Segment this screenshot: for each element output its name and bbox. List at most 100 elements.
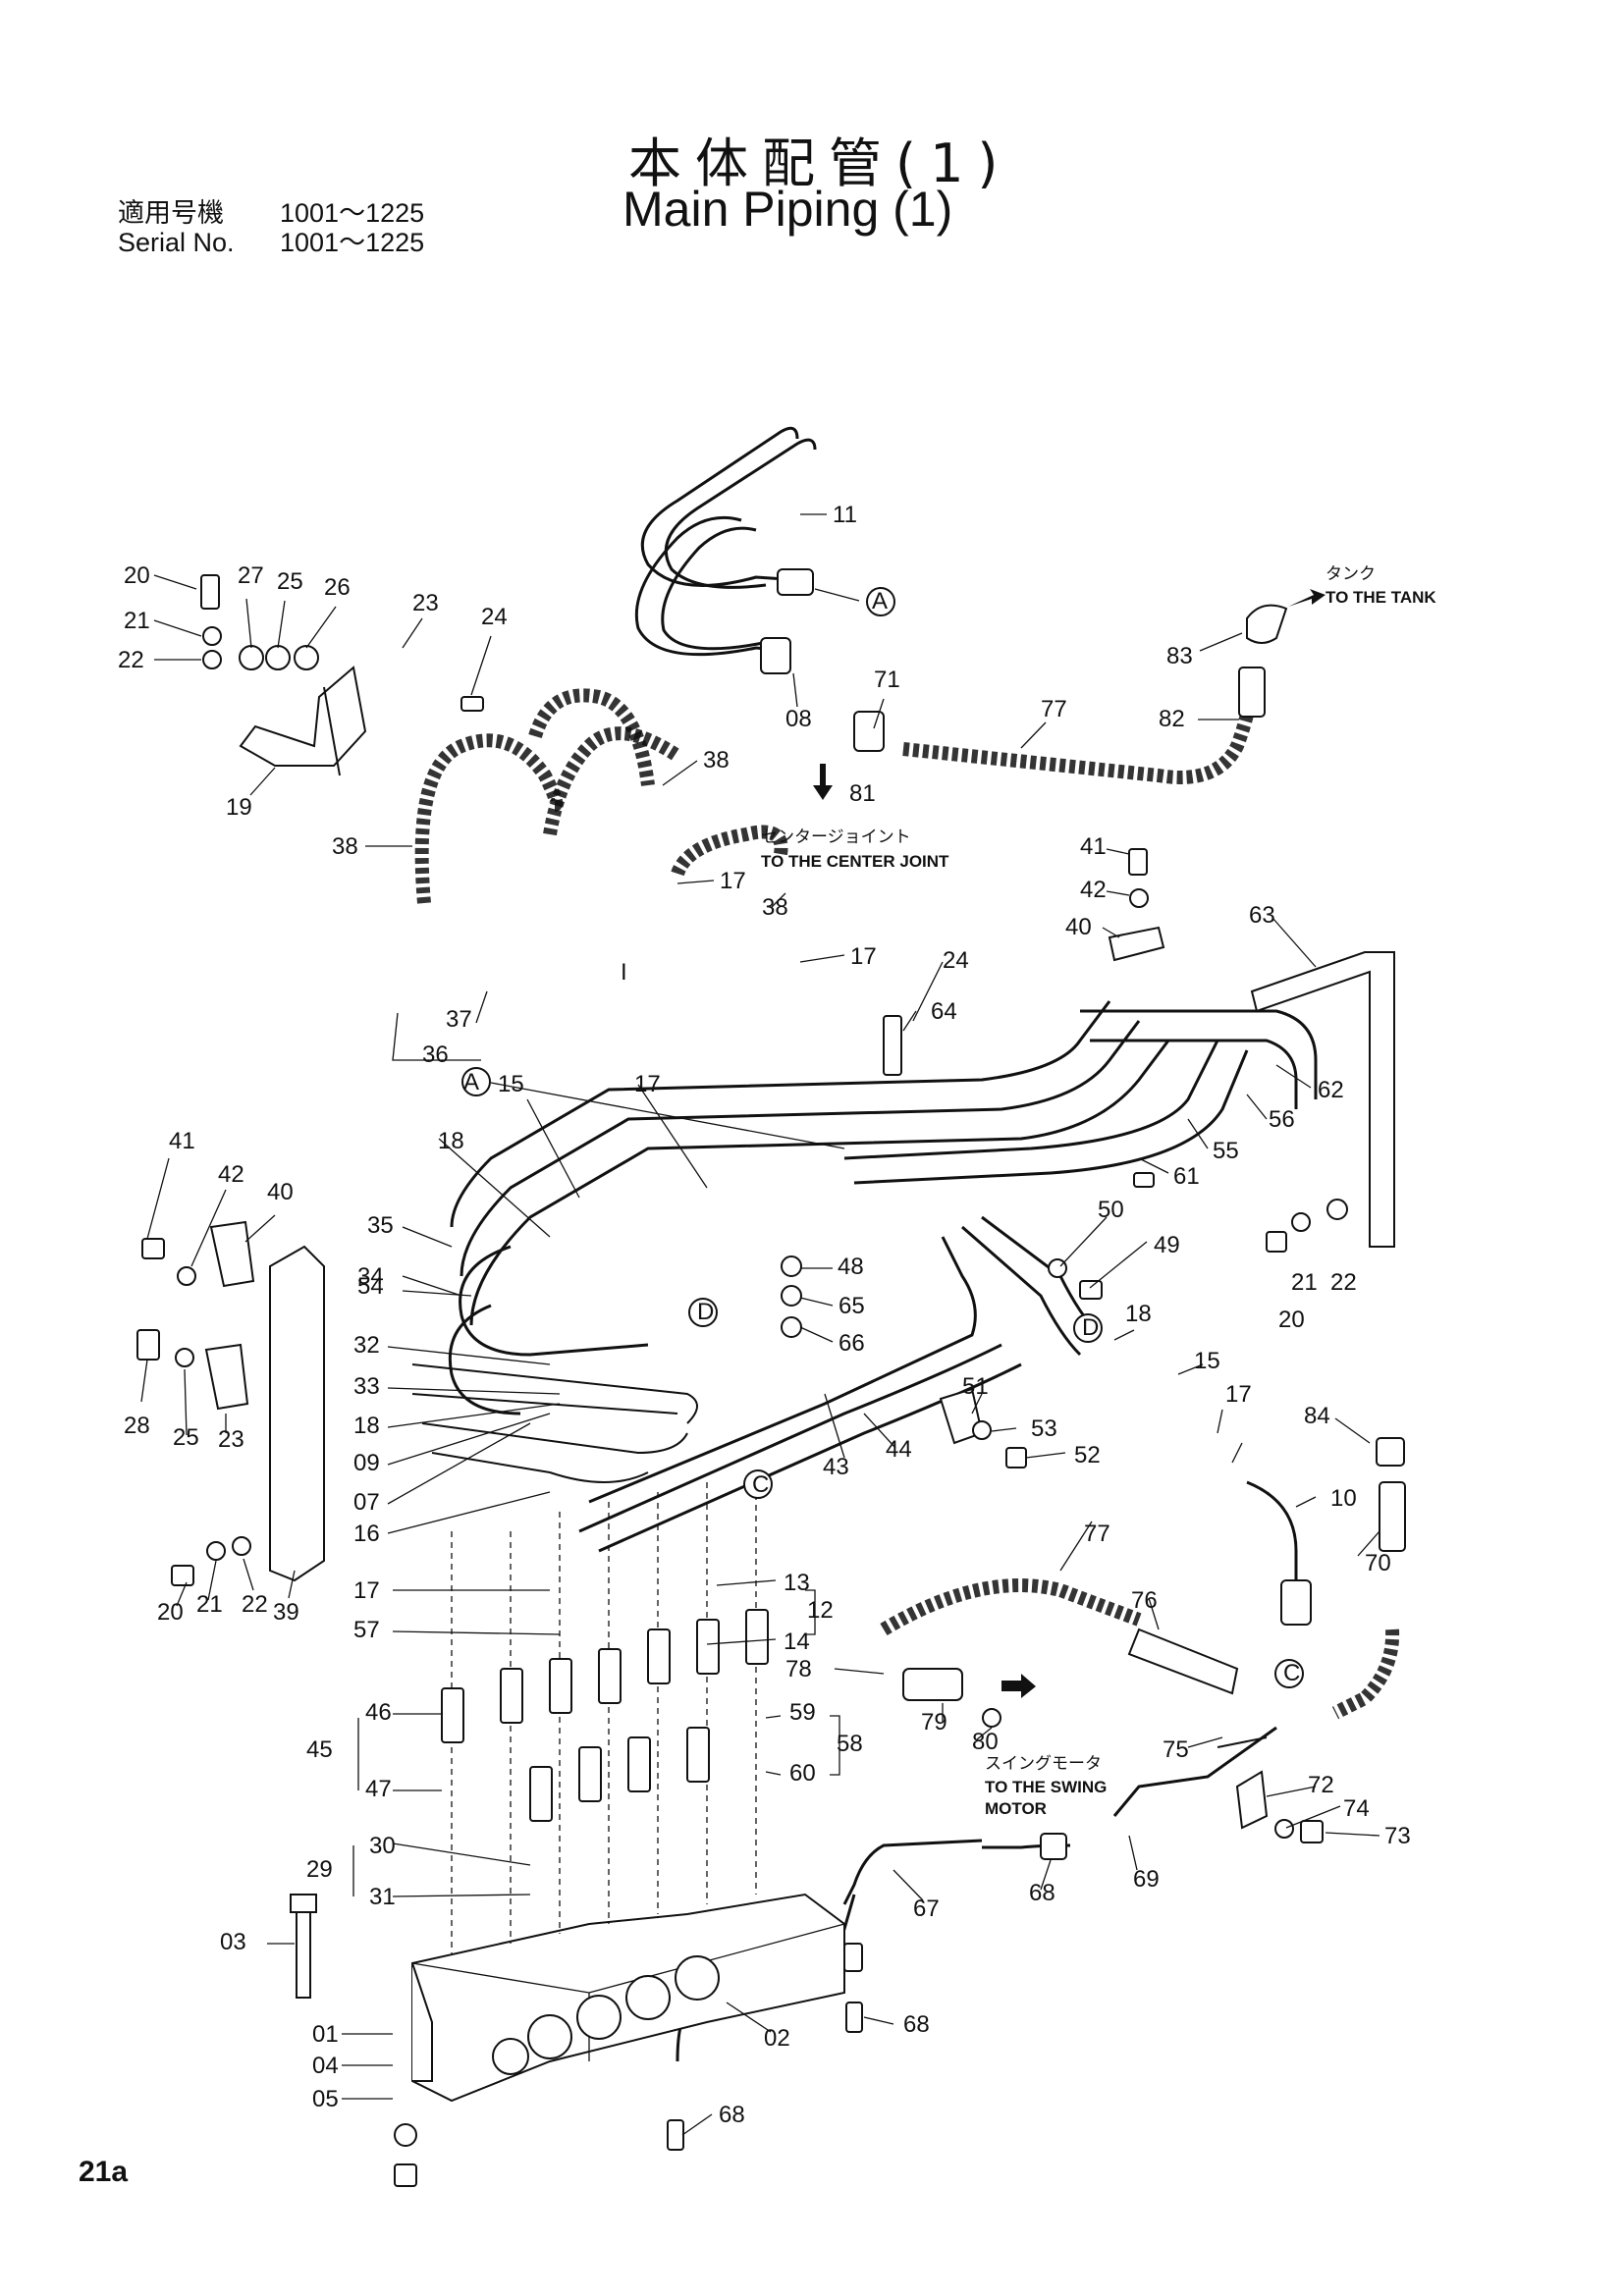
tank-en-label: TO THE TANK	[1325, 588, 1436, 607]
part-label-68: 68	[1029, 1880, 1055, 1906]
part-label-17: 17	[850, 943, 877, 970]
serial-label-jp: 適用号機	[118, 198, 224, 228]
part-label-34: 34	[357, 1263, 384, 1290]
serial-label-en: Serial No.	[118, 228, 235, 257]
part-label-33: 33	[353, 1373, 380, 1400]
tank-jp-label: タンク	[1325, 564, 1376, 584]
part-label-22: 22	[242, 1591, 268, 1618]
part-label-25: 25	[173, 1424, 199, 1451]
part-label-c: C	[1283, 1660, 1300, 1686]
part-label-73: 73	[1384, 1823, 1411, 1849]
part-label-67: 67	[913, 1896, 940, 1922]
part-label-36: 36	[422, 1041, 449, 1068]
part-label-30: 30	[369, 1833, 396, 1859]
part-label-40: 40	[1065, 914, 1092, 940]
swing-motor-en-label-2: MOTOR	[985, 1799, 1047, 1818]
leader-lines	[140, 513, 1380, 2136]
part-label-25: 25	[277, 568, 303, 595]
part-label-38: 38	[332, 833, 358, 860]
part-label-77: 77	[1041, 696, 1067, 722]
part-label-68: 68	[719, 2102, 745, 2128]
part-label-18: 18	[1125, 1301, 1152, 1327]
part-label-28: 28	[124, 1413, 150, 1439]
part-label-i: I	[621, 959, 627, 986]
part-label-83: 83	[1166, 643, 1193, 669]
part-label-22: 22	[118, 647, 144, 673]
part-label-44: 44	[886, 1436, 912, 1463]
part-label-64: 64	[931, 998, 957, 1025]
drawing-lines	[136, 426, 1406, 2187]
part-label-21: 21	[196, 1591, 223, 1618]
part-label-45: 45	[306, 1736, 333, 1763]
part-label-11: 11	[833, 502, 857, 528]
part-label-01: 01	[312, 2021, 339, 2048]
part-label-20: 20	[1278, 1307, 1305, 1333]
part-label-77: 77	[1084, 1521, 1110, 1547]
part-label-22: 22	[1330, 1269, 1357, 1296]
part-label-18: 18	[438, 1128, 464, 1154]
part-label-14: 14	[784, 1629, 810, 1655]
page-title-jp: 本体配管(1)	[628, 133, 1012, 194]
part-label-15: 15	[1194, 1348, 1220, 1374]
part-label-05: 05	[312, 2086, 339, 2112]
page-title-en: Main Piping (1)	[622, 182, 953, 237]
part-label-07: 07	[353, 1489, 380, 1516]
part-label-65: 65	[839, 1293, 865, 1319]
part-label-55: 55	[1213, 1138, 1239, 1164]
part-label-42: 42	[218, 1161, 244, 1188]
part-label-32: 32	[353, 1332, 380, 1359]
part-label-21: 21	[124, 608, 150, 634]
part-label-41: 41	[169, 1128, 195, 1154]
part-label-24: 24	[943, 947, 969, 974]
part-label-18: 18	[353, 1413, 380, 1439]
part-label-c: C	[752, 1471, 769, 1498]
part-label-02: 02	[764, 2025, 790, 2052]
part-label-15: 15	[498, 1071, 524, 1097]
serial-range-en: 1001～1225	[280, 228, 425, 257]
part-label-81: 81	[849, 780, 876, 807]
part-label-17: 17	[720, 868, 746, 894]
part-label-71: 71	[874, 667, 900, 693]
part-label-27: 27	[238, 562, 264, 589]
part-label-17: 17	[353, 1577, 380, 1604]
part-label-66: 66	[839, 1330, 865, 1357]
part-label-31: 31	[369, 1884, 396, 1910]
part-label-04: 04	[312, 2053, 339, 2079]
part-label-d: D	[697, 1299, 714, 1325]
part-label-38: 38	[703, 747, 730, 774]
part-label-16: 16	[353, 1521, 380, 1547]
part-label-76: 76	[1131, 1587, 1158, 1614]
part-label-26: 26	[324, 574, 351, 601]
part-label-17: 17	[1225, 1381, 1252, 1408]
part-label-20: 20	[157, 1599, 184, 1626]
part-label-53: 53	[1031, 1415, 1057, 1442]
part-label-52: 52	[1074, 1442, 1101, 1468]
part-label-62: 62	[1318, 1077, 1344, 1103]
part-label-69: 69	[1133, 1866, 1160, 1893]
part-label-23: 23	[218, 1426, 244, 1453]
part-label-46: 46	[365, 1699, 392, 1726]
part-label-70: 70	[1365, 1550, 1391, 1576]
part-label-21: 21	[1291, 1269, 1318, 1296]
part-label-41: 41	[1080, 833, 1107, 860]
swing-motor-jp-label: スイングモータ	[985, 1754, 1102, 1774]
part-label-59: 59	[789, 1699, 816, 1726]
part-label-82: 82	[1159, 706, 1185, 732]
part-label-09: 09	[353, 1450, 380, 1476]
part-label-29: 29	[306, 1856, 333, 1883]
part-label-78: 78	[785, 1656, 812, 1682]
part-label-a: A	[872, 588, 888, 614]
part-label-20: 20	[124, 562, 150, 589]
part-label-38: 38	[762, 894, 788, 921]
part-label-57: 57	[353, 1617, 380, 1643]
part-label-24: 24	[481, 604, 508, 630]
part-label-56: 56	[1269, 1106, 1295, 1133]
part-label-35: 35	[367, 1212, 394, 1239]
part-label-72: 72	[1308, 1772, 1334, 1798]
part-label-79: 79	[921, 1709, 947, 1735]
part-label-d: D	[1082, 1314, 1099, 1341]
part-label-75: 75	[1163, 1736, 1189, 1763]
part-label-17: 17	[634, 1071, 661, 1097]
